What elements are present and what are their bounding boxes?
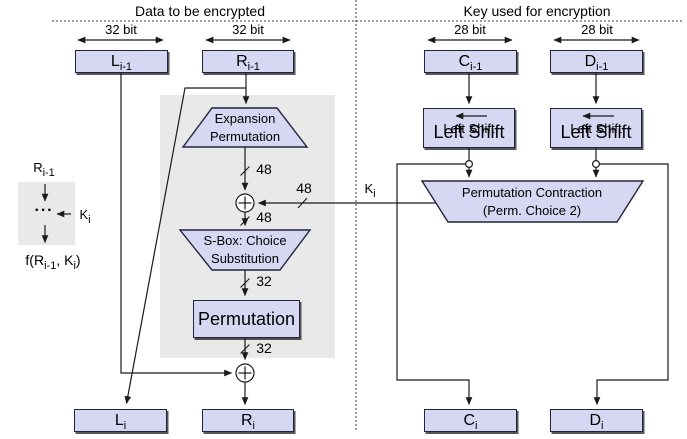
- bit-width-r: 32 bit: [232, 22, 264, 37]
- wire-label-48-key: 48: [296, 180, 312, 196]
- wire-label-ki: Ki: [364, 181, 376, 200]
- wire-nodec-to-cnext: [396, 163, 473, 406]
- branch-node-d-icon: [591, 160, 600, 169]
- sbox-label: S-Box: Choice Substitution: [203, 233, 287, 266]
- register-l-next-label: L: [114, 411, 124, 429]
- register-r-next-label: R: [240, 411, 253, 429]
- register-r-prev-box: Ri-1: [202, 50, 294, 73]
- left-shift-c-label: Left Shift: [433, 122, 505, 142]
- bit-width-l: 32 bit: [105, 22, 137, 37]
- wire-label-48-expansion: 48: [256, 161, 272, 177]
- permutation-label: Permutation: [197, 308, 296, 329]
- wire-label-32-sbox: 32: [256, 273, 272, 289]
- register-l-next-box: Li: [74, 409, 167, 432]
- register-c-prev-label: C: [458, 52, 471, 70]
- legend-dots: ···: [34, 202, 54, 219]
- branch-node-c-icon: [465, 160, 474, 169]
- left-shift-c-box: Left Shift: [423, 108, 515, 148]
- left-shift-d-box: Left Shift: [550, 108, 642, 148]
- register-d-next-label: D: [589, 411, 602, 429]
- register-d-prev-box: Di-1: [550, 50, 643, 73]
- legend-output-label: f(Ri-1, Ki): [25, 252, 81, 273]
- wire-noded-to-dnext: [593, 163, 669, 406]
- register-l-prev-box: Li-1: [75, 50, 168, 73]
- register-c-prev-box: Ci-1: [424, 50, 517, 73]
- register-l-prev-label: L: [110, 52, 120, 70]
- register-d-next-box: Di: [550, 409, 643, 432]
- section-title-key: Key used for encryption: [463, 3, 611, 19]
- expansion-permutation-label: Expansion Permutation: [209, 111, 281, 144]
- left-shift-d-text: Left Shift: [570, 121, 622, 136]
- legend-key-label: Ki: [79, 207, 91, 226]
- wire-label-48-xor: 48: [256, 209, 272, 225]
- wire-label-32-perm: 32: [256, 340, 272, 356]
- register-r-next-box: Ri: [202, 409, 294, 432]
- section-title-data: Data to be encrypted: [135, 3, 265, 19]
- bit-width-d: 28 bit: [581, 22, 613, 37]
- left-shift-c-text: Left Shift: [443, 121, 495, 136]
- register-d-prev-label: D: [584, 52, 597, 70]
- legend-input-label: Ri-1: [33, 160, 55, 179]
- permutation-box: Permutation: [193, 300, 300, 338]
- bit-width-c: 28 bit: [454, 22, 486, 37]
- register-c-next-box: Ci: [424, 409, 517, 432]
- perm-contraction-label: Permutation Contraction (Perm. Choice 2): [461, 185, 603, 218]
- register-c-next-label: C: [463, 411, 476, 429]
- register-r-prev-label: R: [236, 52, 248, 70]
- xor2-icon: [235, 363, 255, 383]
- left-shift-d-label: Left Shift: [560, 122, 632, 142]
